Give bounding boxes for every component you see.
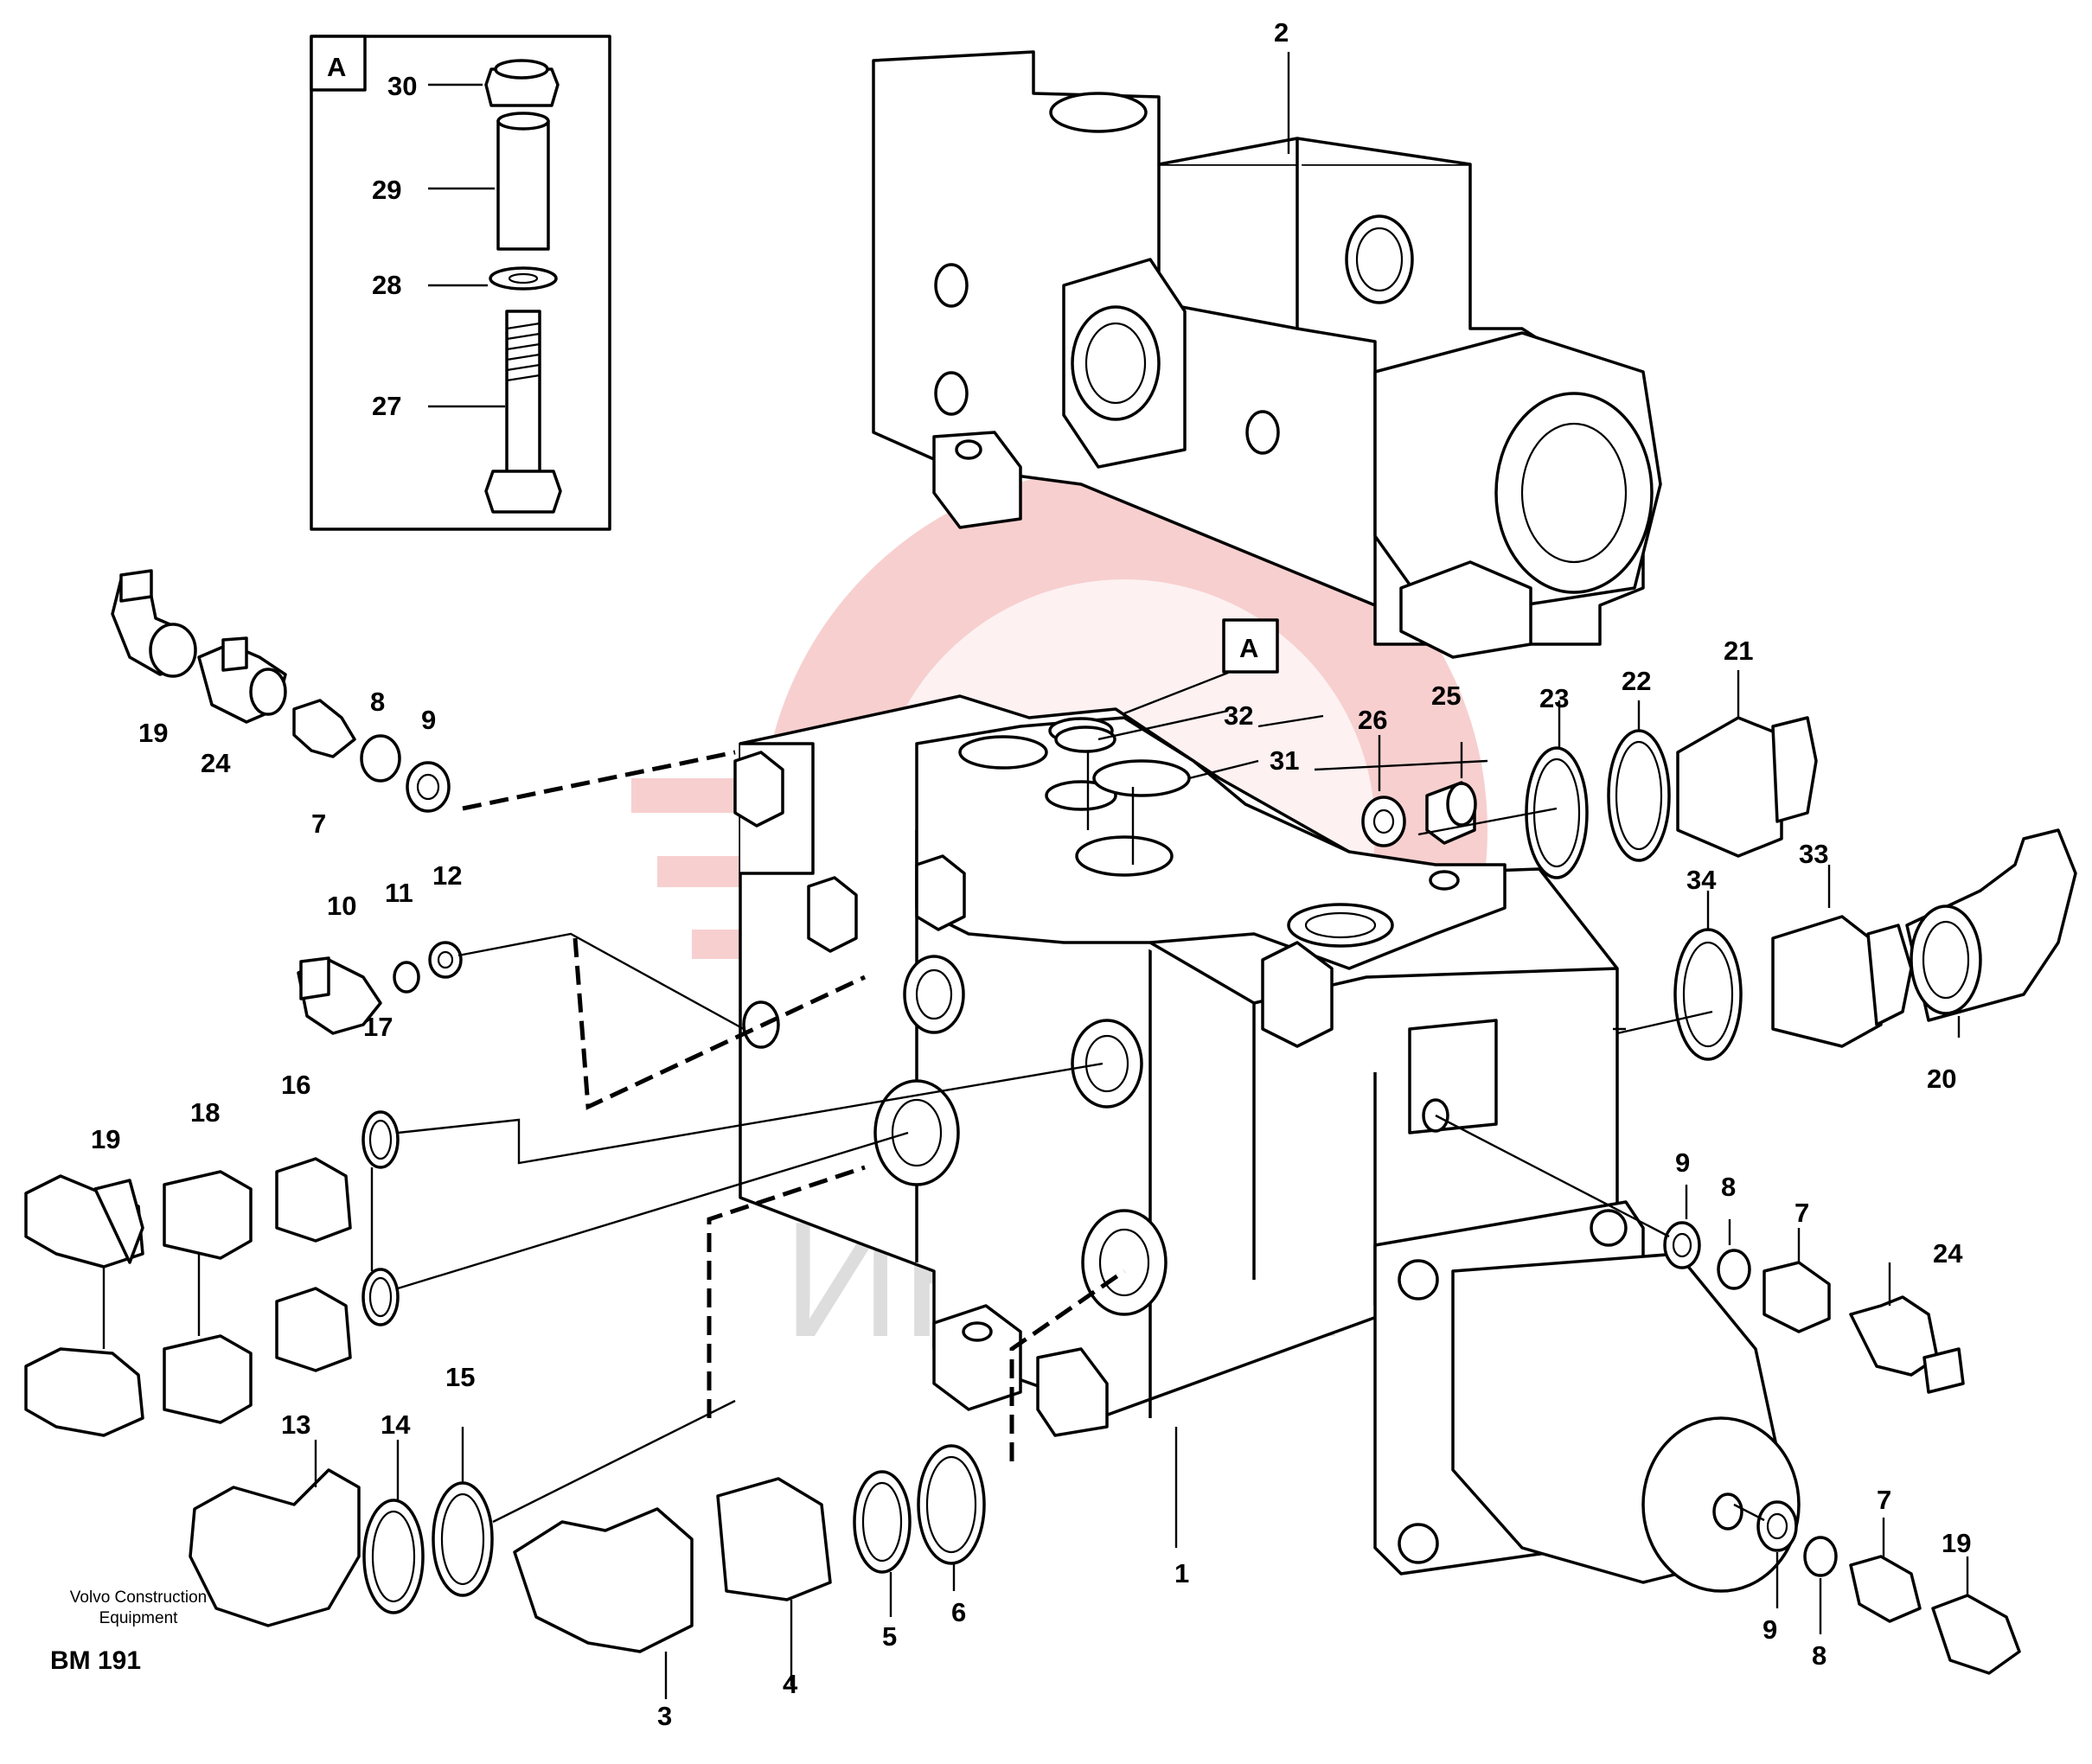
callout-4: 4 [783,1669,798,1699]
callout-8-upper: 8 [370,687,385,717]
callout-14: 14 [381,1409,411,1440]
mid-left-fittings [297,932,867,1110]
callout-5: 5 [882,1621,897,1652]
callout-1: 1 [1174,1558,1189,1588]
callout-34: 34 [1686,865,1717,895]
callout-2: 2 [1274,17,1289,48]
bottom-fittings [189,1165,1126,1699]
callout-8-bottom: 8 [1812,1640,1827,1671]
part-2-valve-housing [872,50,1662,659]
callout-11: 11 [385,878,413,908]
callout-31: 31 [1270,745,1299,776]
callout-29: 29 [372,175,401,205]
lower-right-fittings [1435,1114,2021,1675]
callout-20: 20 [1927,1064,1956,1094]
callout-33: 33 [1799,839,1828,869]
callout-19-bottom: 19 [1942,1528,1971,1558]
callout-24-right: 24 [1933,1238,1963,1269]
callout-13: 13 [281,1409,310,1440]
callout-9-right: 9 [1675,1147,1690,1178]
callout-3: 3 [657,1701,672,1731]
inset-tag: A [327,52,346,82]
footer-diagram-code: BM 191 [50,1646,142,1675]
callout-32: 32 [1224,700,1253,731]
callout-9-bottom: 9 [1763,1614,1777,1645]
callout-19-left: 19 [91,1124,120,1154]
body-tag-label: A [1239,633,1258,663]
upper-right-fittings [1054,670,2077,1061]
callout-21: 21 [1724,636,1753,666]
callout-15: 15 [445,1362,475,1392]
callout-labels: 1 2 3 4 5 6 7 7 7 8 8 8 9 9 9 10 11 12 1… [91,17,1971,1731]
callout-19-upper: 19 [138,718,168,748]
footer-company: Volvo Construction Equipment [69,1588,208,1627]
callout-24-upper: 24 [201,748,231,778]
callout-8-right: 8 [1721,1172,1736,1202]
callout-25: 25 [1431,681,1461,711]
callout-23: 23 [1539,683,1569,713]
callout-9-upper: 9 [421,705,436,735]
callout-30: 30 [387,71,417,101]
upper-left-fittings [111,569,736,813]
callout-27: 27 [372,391,401,421]
callout-28: 28 [372,270,401,300]
callout-7-upper: 7 [311,808,326,839]
callout-26: 26 [1358,705,1387,735]
callout-17: 17 [363,1012,393,1042]
lower-left-fittings [24,1062,1104,1437]
callout-22: 22 [1622,666,1651,696]
callout-7-right: 7 [1795,1198,1809,1228]
callout-6: 6 [951,1597,966,1627]
callout-12: 12 [432,860,462,891]
callout-16: 16 [281,1070,310,1100]
body-tag-a: A [1123,618,1279,715]
part-1-main-valve-block [733,694,1801,1593]
callout-7-bottom: 7 [1877,1485,1891,1515]
callout-18: 18 [190,1097,220,1128]
detail-inset-a: A [310,35,611,531]
callout-10: 10 [327,891,356,921]
